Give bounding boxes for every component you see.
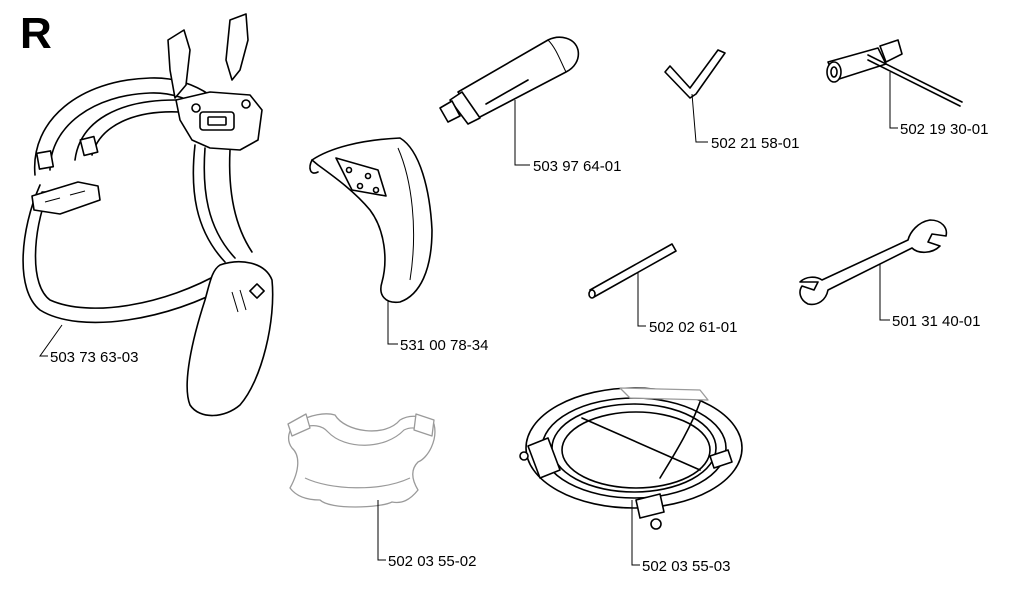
grease-tube-illustration[interactable] [439,36,580,125]
harness-plate-illustration[interactable] [287,413,436,508]
hip-guard-illustration[interactable] [309,137,433,304]
part-number-harness: 503 73 63-03 [50,349,138,366]
combination-spanner-illustration[interactable] [826,39,963,107]
leader-lines [39,72,898,566]
part-number-open-end-wrench: 501 31 40-01 [892,313,980,330]
part-number-grease-tube: 503 97 64-01 [533,158,621,175]
part-number-labels: 503 73 63-03 531 00 78-34 503 97 64-01 5… [50,121,988,575]
hex-key-illustration[interactable] [664,49,726,99]
blade-guard-ring-illustration[interactable] [519,387,743,530]
part-number-harness-plate: 502 03 55-02 [388,553,476,570]
locking-pin-illustration[interactable] [588,243,677,299]
section-letter: R [20,9,52,58]
harness-illustration[interactable] [22,13,274,417]
part-number-combination-spanner: 502 19 30-01 [900,121,988,138]
part-number-hip-guard: 531 00 78-34 [400,337,488,354]
part-number-blade-guard-ring: 502 03 55-03 [642,558,730,575]
part-number-hex-key: 502 21 58-01 [711,135,799,152]
open-end-wrench-illustration[interactable] [799,219,948,306]
part-number-locking-pin: 502 02 61-01 [649,319,737,336]
